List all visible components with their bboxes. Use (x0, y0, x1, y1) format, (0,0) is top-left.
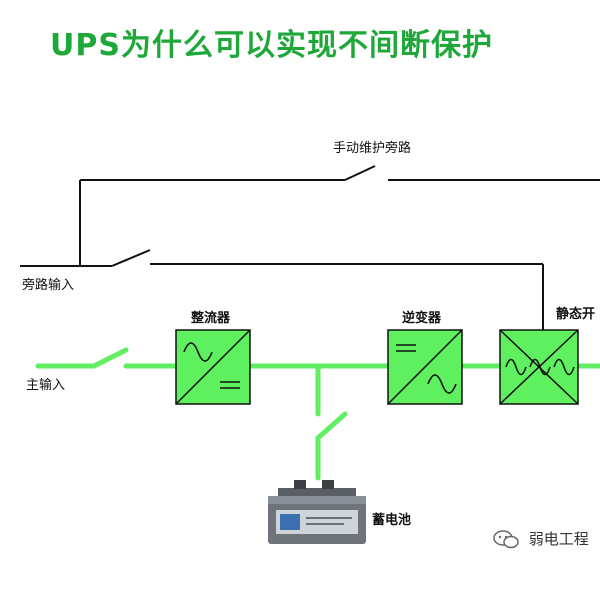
wechat-icon (493, 529, 519, 548)
rectifier-block (175, 329, 251, 405)
rectifier-label: 整流器 (190, 310, 231, 326)
bypass-input-label: 旁路输入 (22, 277, 74, 293)
static-switch-label: 静态开 (556, 306, 595, 322)
ac-wave-icon (505, 358, 527, 376)
ac-wave-icon (553, 358, 575, 376)
inverter-block (387, 329, 463, 405)
inverter-label: 逆变器 (402, 310, 442, 326)
page-title: UPS为什么可以实现不间断保护 (50, 28, 493, 63)
manual-bypass-line (79, 165, 600, 266)
watermark-text: 弱电工程 (528, 530, 589, 548)
ac-wave-icon (529, 358, 551, 376)
static-switch-block (499, 329, 579, 405)
bypass-input-line (20, 249, 544, 330)
ac-wave-icon (427, 374, 457, 394)
dc-symbol-icon (396, 344, 416, 352)
manual-bypass-label: 手动维护旁路 (333, 140, 411, 156)
dc-symbol-icon (220, 381, 240, 389)
battery-branch-line (315, 363, 348, 481)
ac-wave-icon (183, 342, 213, 362)
battery-icon (268, 480, 366, 544)
watermark: 弱电工程 (492, 528, 589, 551)
battery-label: 蓄电池 (372, 512, 411, 528)
main-input-label: 主输入 (26, 377, 65, 393)
